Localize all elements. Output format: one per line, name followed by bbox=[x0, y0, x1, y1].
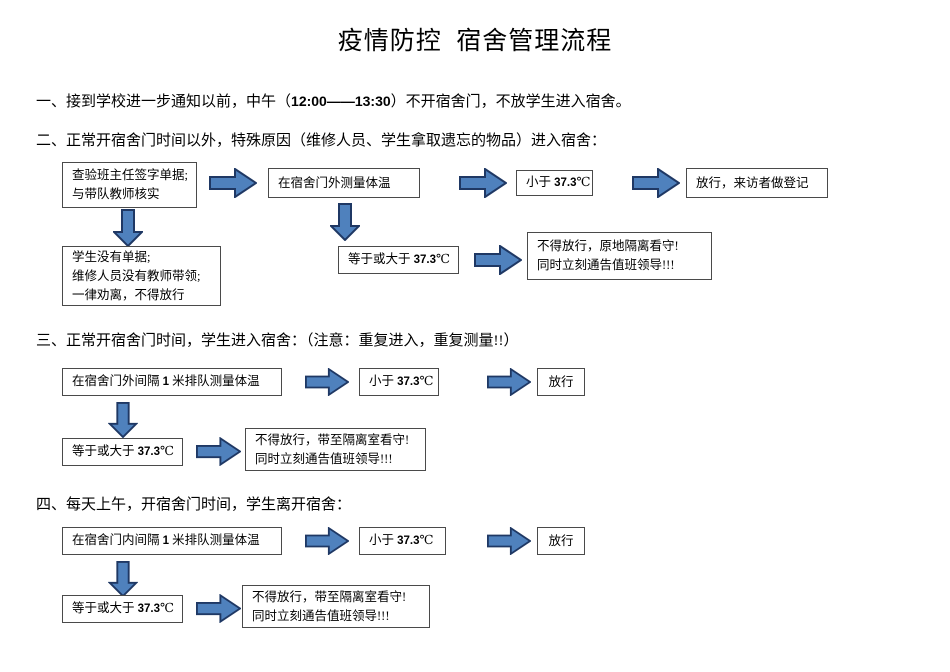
section-1-text-before: 接到学校进一步通知以前，中午（ bbox=[66, 94, 292, 110]
box-student-no-slip-refuse: 学生没有单据; 维修人员没有教师带领; 一律劝离，不得放行 bbox=[62, 246, 221, 306]
box-temp-less-than-threshold-s2-text: 小于 37.3℃ bbox=[526, 175, 591, 189]
box-deny-isolation-room-s3-line2: 同时立刻通告值班领导!!! bbox=[255, 451, 393, 466]
arrow-right-icon bbox=[196, 594, 241, 623]
box-temp-less-than-threshold-s4-text: 小于 37.3℃ bbox=[369, 533, 434, 547]
box-student-no-slip-refuse-line3: 一律劝离，不得放行 bbox=[72, 287, 185, 302]
box-pass-s4-line1: 放行 bbox=[548, 533, 574, 548]
section-1-paragraph: 一、接到学校进一步通知以前，中午（12:00——13:30）不开宿舍门，不放学生… bbox=[36, 90, 631, 113]
box-temp-less-than-threshold-s3-text: 小于 37.3℃ bbox=[369, 374, 434, 388]
section-2-text: 正常开宿舍门时间以外，特殊原因（维修人员、学生拿取遗忘的物品）进入宿舍： bbox=[66, 133, 607, 149]
section-2-paragraph: 二、正常开宿舍门时间以外，特殊原因（维修人员、学生拿取遗忘的物品）进入宿舍： bbox=[36, 130, 606, 152]
box-pass-visitor-register: 放行，来访者做登记 bbox=[686, 168, 828, 198]
box-check-signature-slip-line1: 查验班主任签字单据; bbox=[72, 168, 188, 182]
box-deny-isolate-onsite-line2: 同时立刻通告值班领导!!! bbox=[537, 258, 675, 272]
box-deny-isolation-room-s3: 不得放行，带至隔离室看守! 同时立刻通告值班领导!!! bbox=[245, 428, 426, 471]
arrow-right-icon bbox=[487, 527, 531, 555]
arrow-right-icon bbox=[459, 168, 507, 198]
box-deny-isolation-room-s3-line1: 不得放行，带至隔离室看守! bbox=[255, 432, 410, 447]
arrow-right-icon bbox=[305, 368, 349, 396]
section-1-time-range: 12:00——13:30 bbox=[291, 93, 391, 109]
box-student-no-slip-refuse-line1: 学生没有单据; bbox=[72, 249, 151, 264]
box-check-signature-slip-line2: 与带队教师核实 bbox=[72, 187, 160, 201]
arrow-down-icon bbox=[113, 209, 143, 247]
box-temp-equal-or-greater-s3-text: 等于或大于 37.3℃ bbox=[72, 444, 175, 458]
box-pass-visitor-register-line1: 放行，来访者做登记 bbox=[696, 175, 809, 190]
arrow-right-icon bbox=[196, 437, 241, 466]
arrow-down-icon bbox=[330, 203, 360, 241]
box-measure-temp-outside-door-line1: 在宿舍门外测量体温 bbox=[278, 175, 391, 190]
box-deny-isolation-room-s4-line2: 同时立刻通告值班领导!!! bbox=[252, 608, 390, 623]
section-4-paragraph: 四、每天上午，开宿舍门时间，学生离开宿舍： bbox=[36, 494, 351, 516]
box-temp-equal-or-greater-s2: 等于或大于 37.3℃ bbox=[338, 246, 459, 274]
box-temp-equal-or-greater-s4: 等于或大于 37.3℃ bbox=[62, 595, 183, 623]
section-2-prefix: 二、 bbox=[36, 133, 67, 149]
box-student-no-slip-refuse-line2: 维修人员没有教师带领; bbox=[72, 268, 201, 283]
arrow-right-icon bbox=[487, 368, 531, 396]
section-4-text: 每天上午，开宿舍门时间，学生离开宿舍： bbox=[66, 497, 352, 513]
arrow-down-icon bbox=[108, 561, 138, 597]
arrow-right-icon bbox=[305, 527, 349, 555]
box-queue-measure-outside-s3: 在宿舍门外间隔 1 米排队测量体温 bbox=[62, 368, 282, 396]
arrow-right-icon bbox=[474, 245, 522, 275]
section-3-text: 正常开宿舍门时间，学生进入宿舍：（注意：重复进入，重复测量!!） bbox=[66, 333, 519, 349]
arrow-right-icon bbox=[209, 168, 257, 198]
box-deny-isolation-room-s4-line1: 不得放行，带至隔离室看守! bbox=[252, 589, 407, 604]
box-queue-measure-inside-s4-text: 在宿舍门内间隔 1 米排队测量体温 bbox=[72, 533, 260, 547]
section-3-prefix: 三、 bbox=[36, 333, 67, 349]
box-pass-s3: 放行 bbox=[537, 368, 585, 396]
box-measure-temp-outside-door: 在宿舍门外测量体温 bbox=[268, 168, 420, 198]
box-temp-less-than-threshold-s3: 小于 37.3℃ bbox=[359, 368, 439, 396]
box-temp-less-than-threshold-s4: 小于 37.3℃ bbox=[359, 527, 446, 555]
box-queue-measure-outside-s3-text: 在宿舍门外间隔 1 米排队测量体温 bbox=[72, 374, 260, 388]
box-temp-equal-or-greater-s3: 等于或大于 37.3℃ bbox=[62, 438, 183, 466]
arrow-right-icon bbox=[632, 168, 680, 198]
section-4-prefix: 四、 bbox=[36, 497, 67, 513]
section-1-text-after: ）不开宿舍门，不放学生进入宿舍。 bbox=[390, 94, 631, 110]
box-check-signature-slip: 查验班主任签字单据; 与带队教师核实 bbox=[62, 162, 197, 208]
box-deny-isolate-onsite: 不得放行，原地隔离看守! 同时立刻通告值班领导!!! bbox=[527, 232, 712, 280]
box-pass-s4: 放行 bbox=[537, 527, 585, 555]
box-deny-isolation-room-s4: 不得放行，带至隔离室看守! 同时立刻通告值班领导!!! bbox=[242, 585, 430, 628]
box-temp-equal-or-greater-s4-text: 等于或大于 37.3℃ bbox=[72, 601, 175, 615]
section-1-prefix: 一、 bbox=[36, 94, 67, 110]
box-temp-equal-or-greater-s2-text: 等于或大于 37.3℃ bbox=[348, 252, 451, 266]
box-deny-isolate-onsite-line1: 不得放行，原地隔离看守! bbox=[537, 239, 679, 253]
page-title: 疫情防控 宿舍管理流程 bbox=[337, 28, 613, 55]
box-queue-measure-inside-s4: 在宿舍门内间隔 1 米排队测量体温 bbox=[62, 527, 282, 555]
box-pass-s3-line1: 放行 bbox=[548, 374, 574, 389]
box-temp-less-than-threshold-s2: 小于 37.3℃ bbox=[516, 170, 593, 196]
section-3-paragraph: 三、正常开宿舍门时间，学生进入宿舍：（注意：重复进入，重复测量!!） bbox=[36, 330, 519, 352]
arrow-down-icon bbox=[108, 402, 138, 438]
